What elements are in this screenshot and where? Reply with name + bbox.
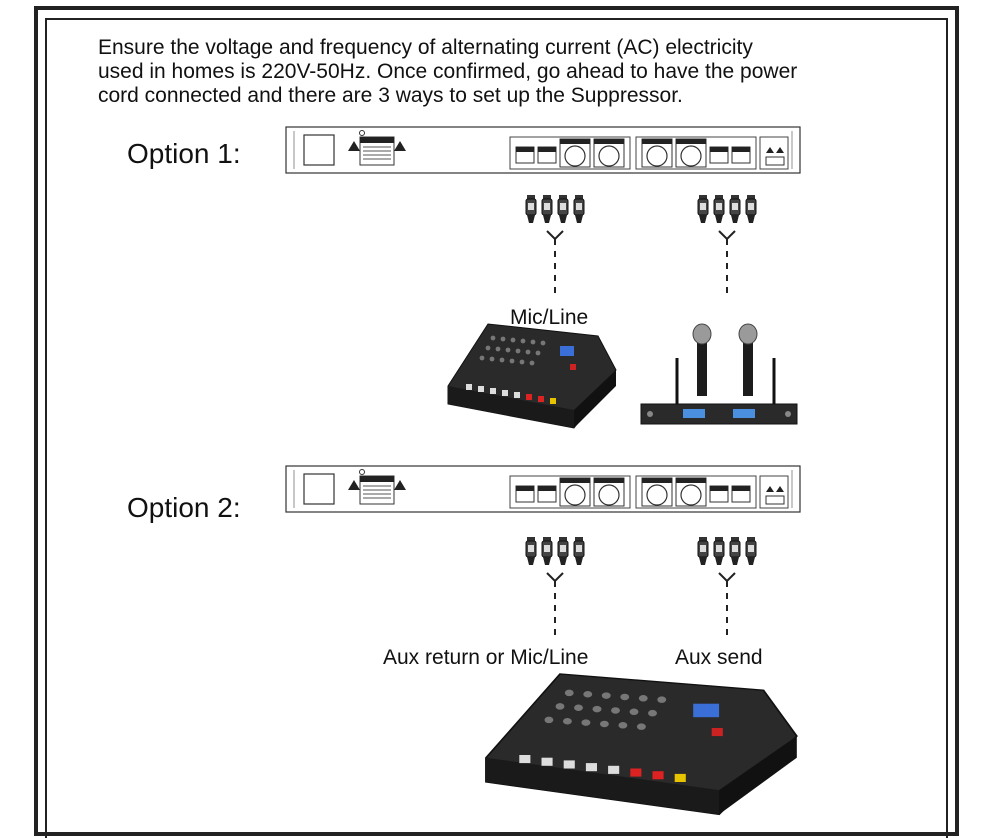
large-mixer bbox=[485, 673, 798, 816]
xlr-plugs-input bbox=[698, 195, 756, 293]
xlr-plugs-input-2 bbox=[698, 537, 756, 635]
suppressor-rear-panel-2 bbox=[285, 465, 801, 513]
option-1-label: Option 1: bbox=[127, 138, 241, 169]
intro-line: Ensure the voltage and frequency of alte… bbox=[98, 36, 753, 59]
xlr-plugs-output-2 bbox=[526, 537, 584, 635]
aux-return-label: Aux return or Mic/Line bbox=[383, 646, 589, 669]
intro-line: cord connected and there are 3 ways to s… bbox=[98, 84, 683, 107]
intro-line: used in homes is 220V-50Hz. Once confirm… bbox=[98, 60, 798, 83]
mic-line-label: Mic/Line bbox=[510, 306, 589, 329]
intro-paragraph: Ensure the voltage and frequency of alte… bbox=[98, 36, 908, 108]
wireless-mic-receiver bbox=[640, 323, 798, 425]
xlr-plugs-output bbox=[526, 195, 584, 293]
small-mixer bbox=[447, 323, 617, 429]
option-2-label: Option 2: bbox=[127, 492, 241, 523]
inner-frame bbox=[45, 18, 948, 838]
suppressor-rear-panel bbox=[285, 126, 801, 174]
aux-send-label: Aux send bbox=[675, 646, 763, 669]
